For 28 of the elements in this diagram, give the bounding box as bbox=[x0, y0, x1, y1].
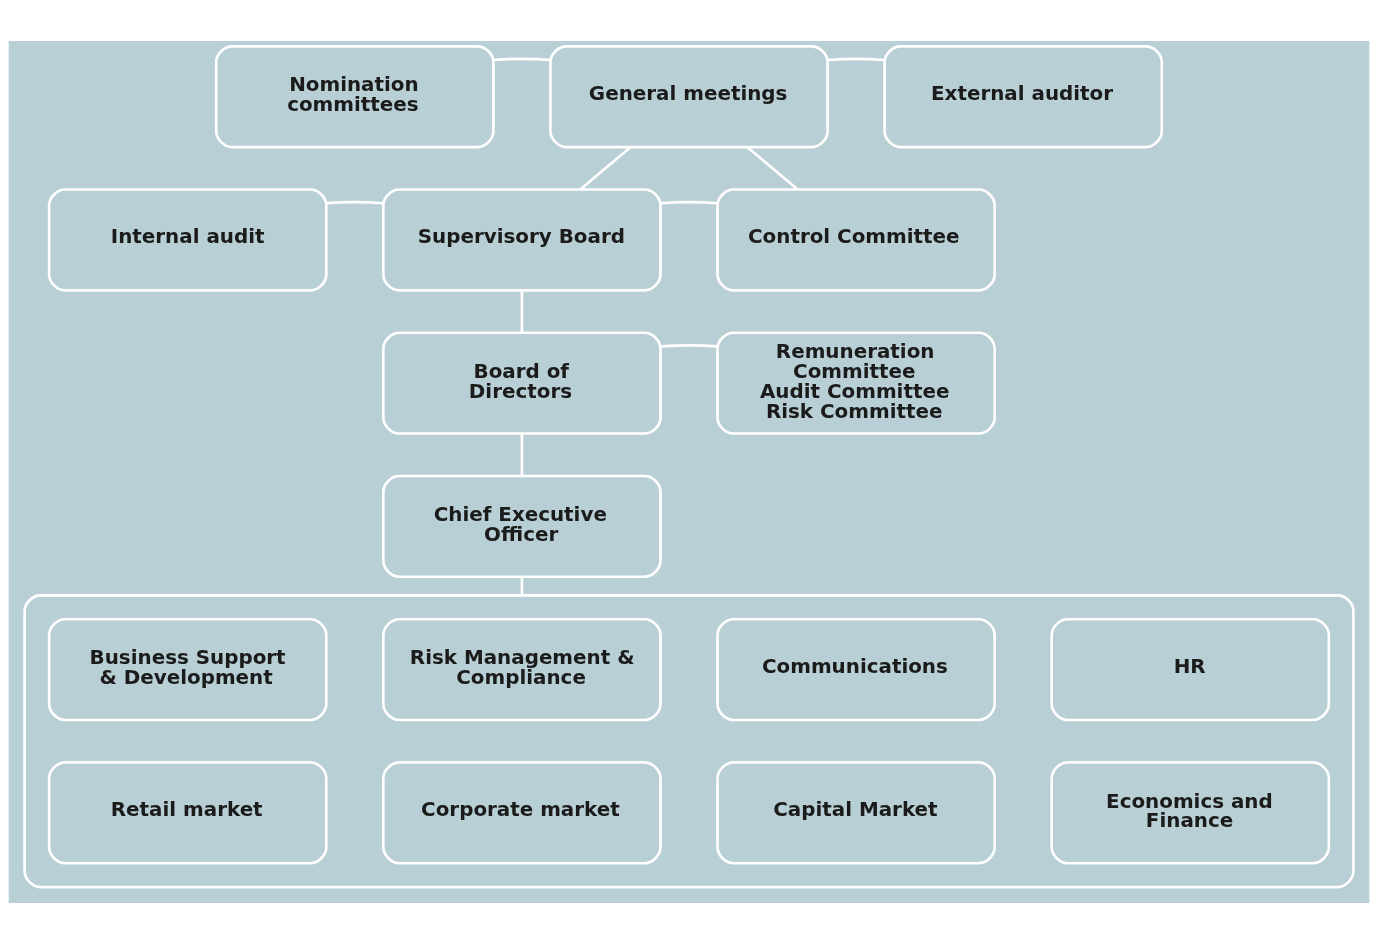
connector bbox=[493, 57, 551, 61]
node-box: Capital Market bbox=[716, 760, 996, 865]
connector bbox=[660, 343, 718, 348]
node-box: HR bbox=[1050, 617, 1331, 721]
node-box: Remuneration Committee Audit Committee Risk Committee bbox=[716, 330, 996, 435]
node-box: Corporate market bbox=[382, 760, 662, 865]
node-box: Control Committee bbox=[716, 187, 996, 292]
connector bbox=[520, 433, 524, 476]
connector bbox=[579, 145, 632, 190]
node-box: Risk Management & Compliance bbox=[382, 617, 662, 721]
connector bbox=[520, 289, 524, 332]
connector bbox=[660, 200, 718, 205]
node-box: Internal audit bbox=[47, 187, 328, 292]
node-box: Board of Directors bbox=[382, 330, 662, 435]
connector bbox=[520, 576, 524, 595]
node-box: Communications bbox=[716, 617, 996, 721]
cluster bbox=[23, 593, 1355, 888]
node-box: Retail market bbox=[47, 760, 328, 865]
node-box: Nomination committees bbox=[214, 44, 495, 148]
node-box: External auditor bbox=[883, 44, 1164, 148]
node-box: Economics and Finance bbox=[1050, 760, 1331, 865]
connector bbox=[746, 145, 799, 190]
node-box: Supervisory Board bbox=[382, 187, 662, 292]
node-box: General meetings bbox=[549, 44, 829, 148]
node-box: Business Support & Development bbox=[47, 617, 328, 721]
node-box: Chief Executive Officer bbox=[382, 474, 662, 578]
connector bbox=[326, 200, 384, 205]
connector bbox=[827, 57, 885, 61]
